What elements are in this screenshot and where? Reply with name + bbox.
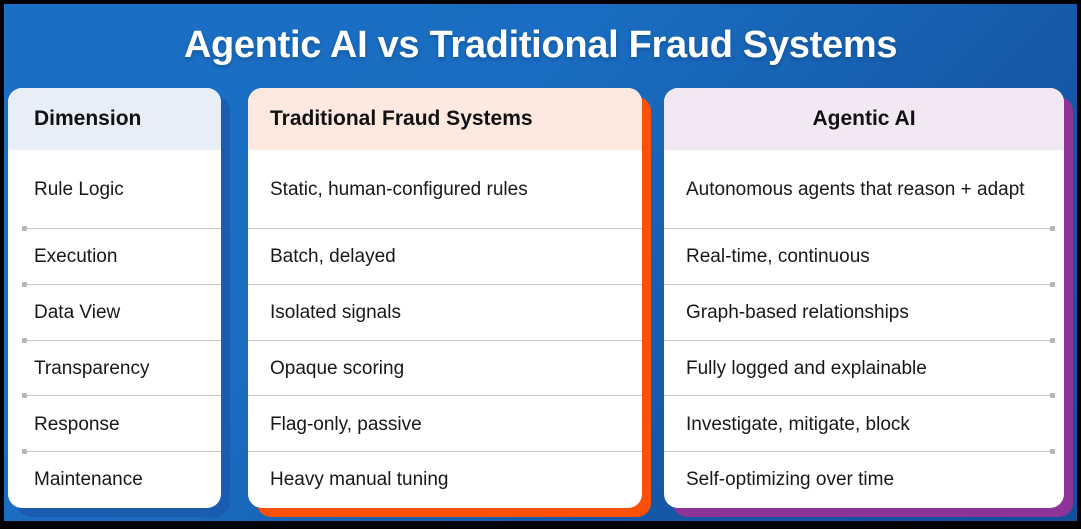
table-row: Real-time, continuous (664, 229, 1064, 287)
cell-traditional: Isolated signals (270, 302, 401, 324)
column-header-agentic: Agentic AI (664, 88, 1064, 150)
column-agentic-card: Agentic AI Autonomous agents that reason… (664, 88, 1064, 508)
title-bar: Agentic AI vs Traditional Fraud Systems (4, 4, 1077, 86)
table-row: Static, human-configured rules (248, 150, 642, 230)
page-title: Agentic AI vs Traditional Fraud Systems (183, 23, 898, 66)
column-dimension-body: Rule Logic Execution Data View Transpare… (8, 150, 221, 508)
row-separator (664, 393, 1055, 399)
table-row: Data View (8, 285, 221, 343)
cell-traditional: Static, human-configured rules (270, 178, 528, 200)
column-dimension: Dimension Rule Logic Execution Data View… (8, 88, 230, 517)
cell-dimension: Execution (34, 246, 118, 268)
row-separator (22, 281, 221, 287)
cell-agentic: Self-optimizing over time (686, 469, 895, 491)
column-agentic-body: Autonomous agents that reason + adapt Re… (664, 150, 1064, 508)
cell-dimension: Rule Logic (34, 178, 124, 200)
table-row: Maintenance (8, 452, 221, 508)
row-separator (248, 283, 642, 285)
table-row: Transparency (8, 341, 221, 399)
table-row: Flag-only, passive (248, 396, 642, 453)
cell-dimension: Data View (34, 302, 121, 324)
row-separator (248, 339, 642, 341)
cell-agentic: Autonomous agents that reason + adapt (686, 178, 1025, 200)
row-separator (664, 226, 1055, 232)
row-separator (22, 226, 221, 232)
row-separator (22, 449, 221, 455)
table-row: Fully logged and explainable (664, 341, 1064, 399)
row-separator (22, 393, 221, 399)
table-row: Response (8, 396, 221, 455)
cell-dimension: Maintenance (34, 469, 143, 491)
cell-agentic: Fully logged and explainable (686, 357, 927, 379)
table-row: Execution (8, 229, 221, 287)
column-header-dimension: Dimension (8, 88, 221, 150)
row-separator (22, 337, 221, 343)
table-row: Heavy manual tuning (248, 452, 642, 508)
cell-traditional: Heavy manual tuning (270, 469, 449, 491)
cell-agentic: Investigate, mitigate, block (686, 413, 910, 435)
table-row: Investigate, mitigate, block (664, 396, 1064, 455)
table-row: Opaque scoring (248, 341, 642, 397)
column-traditional-fraud-systems: Traditional Fraud Systems Static, human-… (248, 88, 651, 517)
column-header-traditional: Traditional Fraud Systems (248, 88, 642, 150)
row-separator (248, 451, 642, 453)
cell-traditional: Batch, delayed (270, 246, 396, 268)
table-row: Batch, delayed (248, 229, 642, 285)
table-row: Isolated signals (248, 285, 642, 341)
table-row: Rule Logic (8, 150, 221, 232)
row-separator (248, 395, 642, 397)
table-row: Autonomous agents that reason + adapt (664, 150, 1064, 232)
cell-traditional: Flag-only, passive (270, 413, 422, 435)
cell-agentic: Graph-based relationships (686, 302, 909, 324)
column-traditional-card: Traditional Fraud Systems Static, human-… (248, 88, 642, 508)
table-row: Graph-based relationships (664, 285, 1064, 343)
row-separator (664, 337, 1055, 343)
column-dimension-card: Dimension Rule Logic Execution Data View… (8, 88, 221, 508)
cell-dimension: Response (34, 413, 120, 435)
table-row: Self-optimizing over time (664, 452, 1064, 508)
cell-agentic: Real-time, continuous (686, 246, 870, 268)
cell-dimension: Transparency (34, 357, 150, 379)
cell-traditional: Opaque scoring (270, 357, 405, 379)
row-separator (664, 449, 1055, 455)
column-agentic-ai: Agentic AI Autonomous agents that reason… (664, 88, 1073, 517)
row-separator (664, 281, 1055, 287)
row-separator (248, 228, 642, 230)
column-traditional-body: Static, human-configured rules Batch, de… (248, 150, 642, 508)
